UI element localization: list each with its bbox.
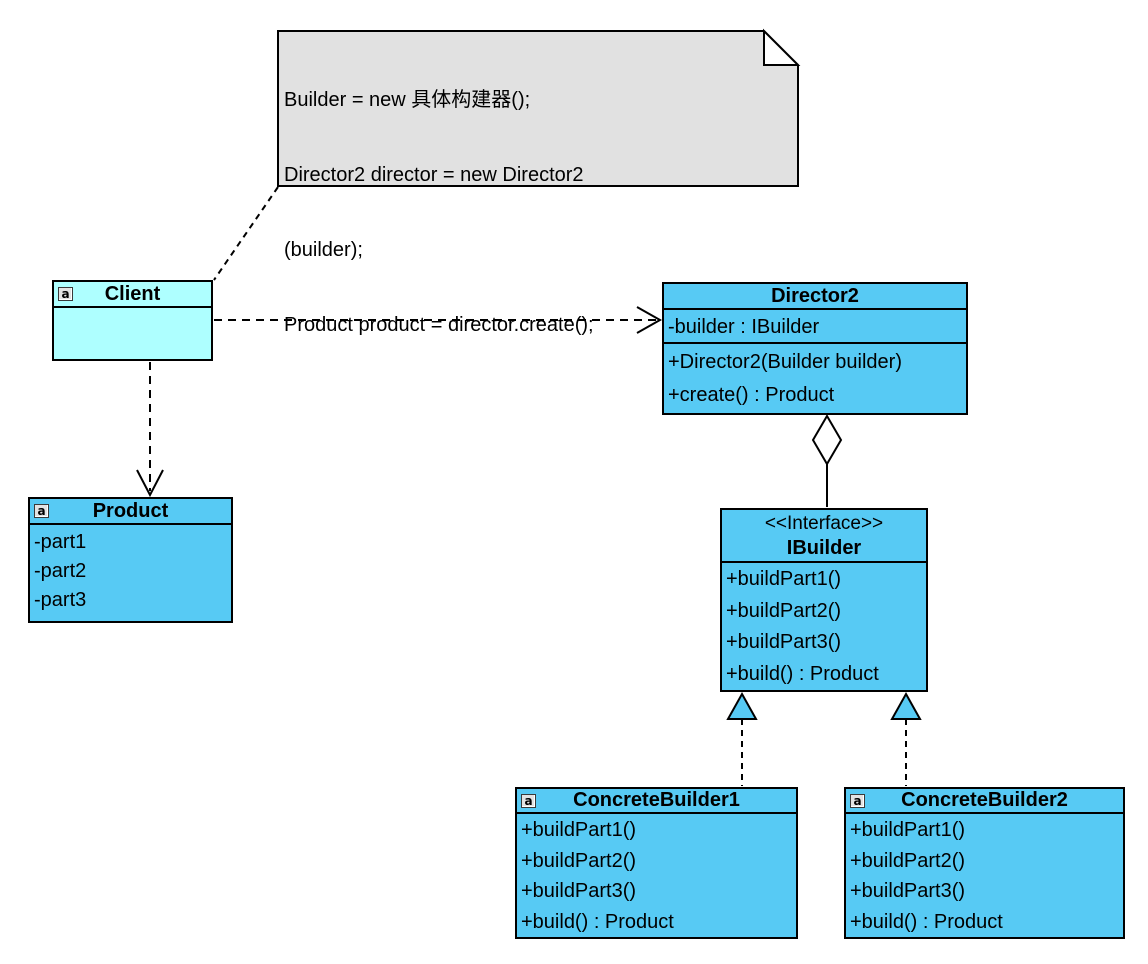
class-client[interactable]: a Client (52, 280, 213, 361)
method-row: +Director2(Builder builder) (668, 351, 902, 373)
class-director2-attributes: -builder : IBuilder (664, 310, 966, 344)
class-name: Director2 (771, 284, 859, 307)
note-shape[interactable] (277, 30, 799, 187)
method-row: +buildPart1() (521, 819, 637, 841)
class-director2-methods: +Director2(Builder builder) +create() : … (664, 344, 966, 413)
class-client-title: a Client (54, 282, 211, 308)
class-concretebuilder1-methods: +buildPart1() +buildPart2() +buildPart3(… (517, 814, 796, 937)
class-director2[interactable]: Director2 -builder : IBuilder +Director2… (662, 282, 968, 415)
dependency-arrowhead-director2 (636, 306, 663, 334)
method-row: +buildPart2() (726, 599, 842, 622)
attribute-row: -part2 (34, 560, 87, 582)
class-name: IBuilder (786, 536, 862, 559)
class-concretebuilder1-title: a ConcreteBuilder1 (517, 789, 796, 814)
interface-ibuilder-title: <<Interface>> IBuilder (722, 510, 926, 563)
method-row: +create() : Product (668, 384, 835, 406)
method-row: +buildPart3() (850, 880, 966, 902)
class-product[interactable]: a Product -part1 -part2 -part3 (28, 497, 233, 623)
note-anchor-line[interactable] (213, 186, 279, 281)
class-concretebuilder2[interactable]: a ConcreteBuilder2 +buildPart1() +buildP… (844, 787, 1125, 939)
method-row: +buildPart2() (521, 849, 637, 872)
method-row: +buildPart2() (850, 849, 966, 872)
method-row: +build() : Product (850, 910, 1003, 933)
method-row: +build() : Product (726, 662, 879, 685)
class-product-attributes: -part1 -part2 -part3 (30, 525, 231, 621)
attribute-row: -builder : IBuilder (668, 316, 820, 338)
note-fold-corner (763, 28, 801, 66)
method-row: +buildPart3() (726, 631, 842, 653)
realization-triangle-1 (726, 691, 758, 720)
class-icon: a (521, 793, 536, 808)
attribute-row: -part3 (34, 589, 87, 611)
class-product-title: a Product (30, 499, 231, 525)
note-line: Director2 director = new Director2 (284, 164, 584, 186)
note-line: Builder = new 具体构建器(); (284, 89, 531, 111)
class-concretebuilder2-title: a ConcreteBuilder2 (846, 789, 1123, 814)
class-name: ConcreteBuilder2 (901, 789, 1068, 811)
class-name: Client (104, 282, 161, 305)
class-name: ConcreteBuilder1 (573, 789, 740, 811)
stereotype-label: <<Interface>> (764, 512, 884, 534)
realization-triangle-2 (890, 691, 922, 720)
class-icon: a (850, 793, 865, 808)
class-client-body (54, 308, 211, 357)
note-line: (builder); (284, 239, 363, 261)
class-icon: a (58, 287, 73, 301)
dependency-arrowhead-product (136, 469, 164, 498)
method-row: +buildPart3() (521, 880, 637, 902)
class-director2-title: Director2 (664, 284, 966, 310)
class-concretebuilder2-methods: +buildPart1() +buildPart2() +buildPart3(… (846, 814, 1123, 937)
note-line: Product product = director.create(); (284, 314, 594, 336)
class-icon: a (34, 504, 49, 518)
interface-ibuilder[interactable]: <<Interface>> IBuilder +buildPart1() +bu… (720, 508, 928, 692)
class-name: Product (92, 499, 169, 522)
note-text: Builder = new 具体构建器(); Director2 directo… (284, 38, 594, 388)
method-row: +build() : Product (521, 910, 674, 933)
method-row: +buildPart1() (726, 568, 842, 590)
method-row: +buildPart1() (850, 819, 966, 841)
aggregation-diamond[interactable] (811, 414, 843, 466)
attribute-row: -part1 (34, 531, 87, 553)
interface-ibuilder-methods: +buildPart1() +buildPart2() +buildPart3(… (722, 563, 926, 690)
class-concretebuilder1[interactable]: a ConcreteBuilder1 +buildPart1() +buildP… (515, 787, 798, 939)
